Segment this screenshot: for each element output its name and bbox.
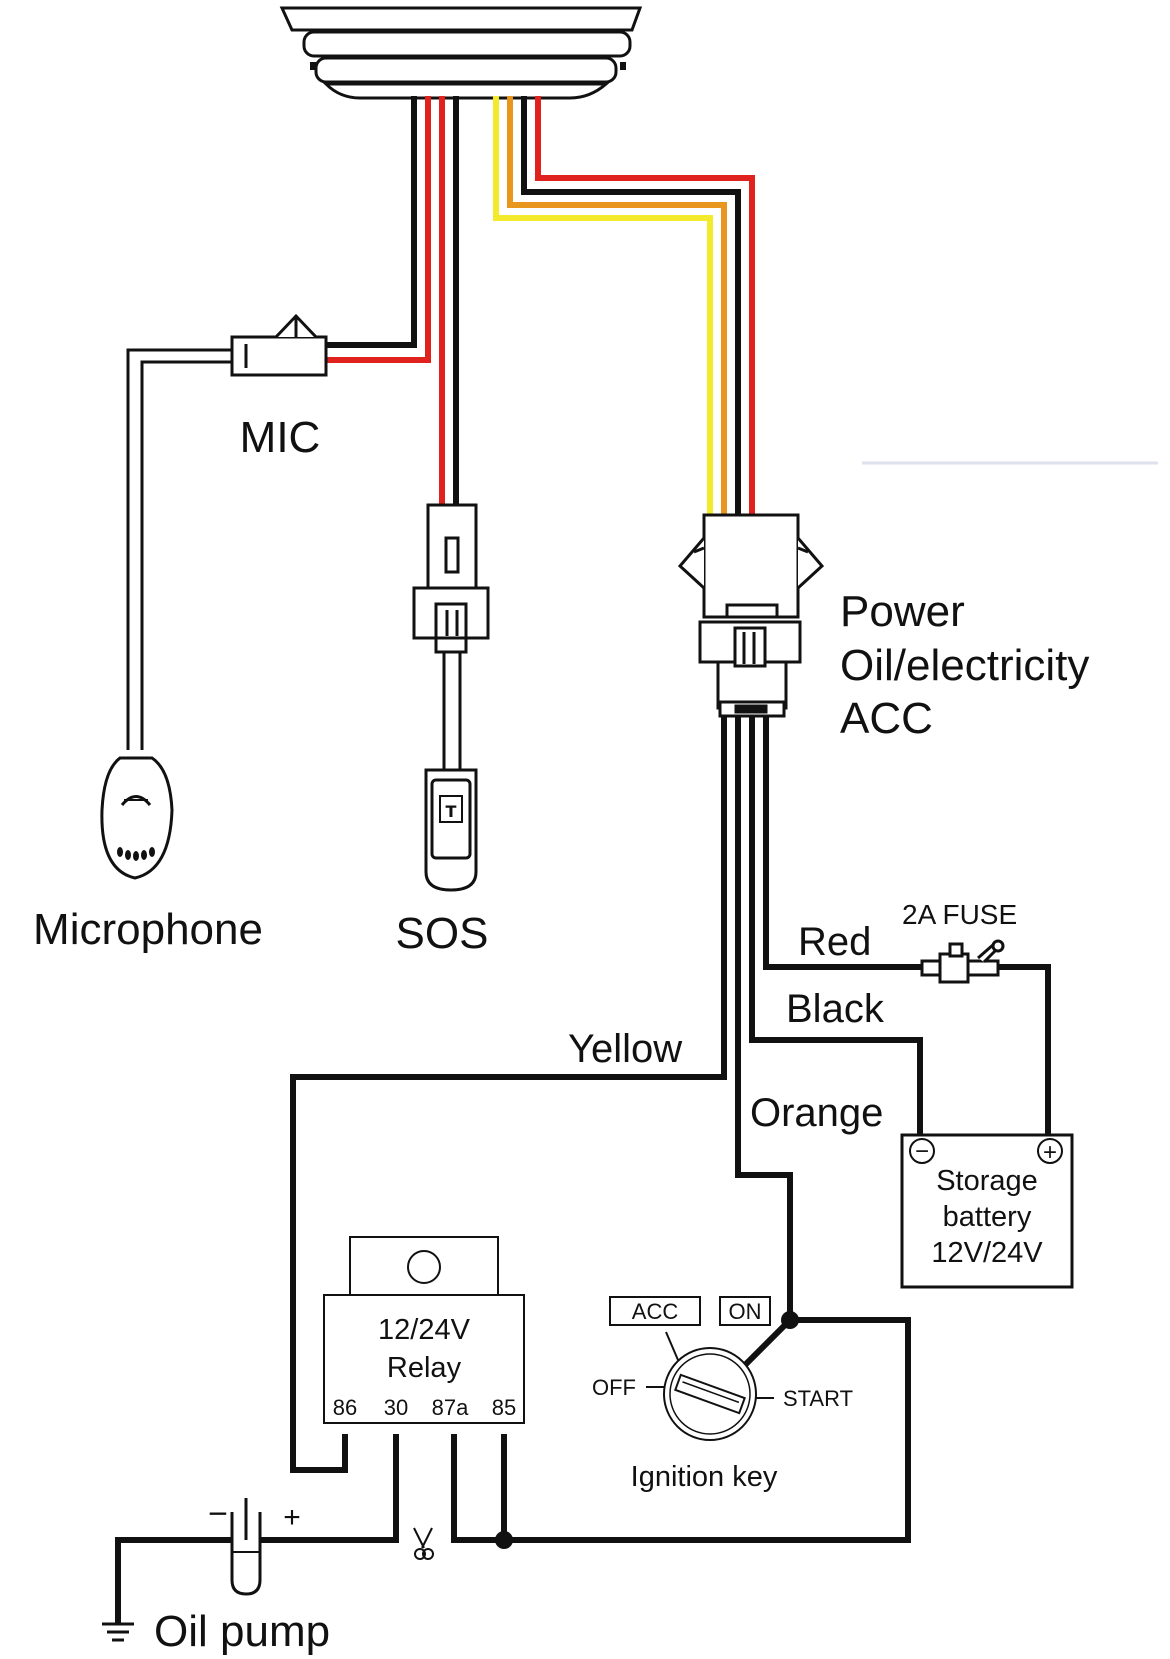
microphone-icon (100, 756, 174, 880)
oil-pump-label: Oil pump (154, 1607, 330, 1656)
battery-label-line3: 12V/24V (931, 1237, 1043, 1269)
gps-tracker-device (279, 6, 643, 100)
relay-pin-30: 30 (384, 1395, 408, 1420)
relay-pin-86: 86 (333, 1395, 357, 1420)
sos-button-icon: T (424, 768, 478, 892)
svg-text:T: T (446, 802, 457, 821)
mic-label: MIC (240, 413, 321, 462)
junction-dot-key (781, 1311, 799, 1329)
acc-label: ACC (840, 694, 933, 743)
sos-label: SOS (396, 909, 489, 958)
relay-label-voltage: 12/24V (378, 1314, 471, 1346)
fuse-icon (920, 939, 1005, 984)
black-wire-label: Black (786, 987, 885, 1031)
ignition-key: ACC ON OFF START Ignition key (592, 1296, 853, 1493)
key-position-off: OFF (592, 1375, 636, 1400)
key-position-on: ON (729, 1299, 762, 1324)
pump-minus-sign: − (208, 1495, 228, 1533)
ground-icon (102, 1622, 134, 1642)
battery-label-line2: battery (943, 1201, 1032, 1233)
key-position-start: START (783, 1386, 853, 1411)
power-harness (493, 96, 755, 515)
oil-pump: − + (208, 1495, 301, 1596)
lower-wiring (115, 715, 1051, 1624)
orange-wire-label: Orange (750, 1091, 883, 1135)
power-label: Power (840, 587, 965, 636)
yellow-wire-label: Yellow (568, 1027, 682, 1071)
pump-plus-sign: + (283, 1501, 301, 1534)
sos-cable (442, 652, 462, 772)
junction-dot-relay (495, 1531, 513, 1549)
relay-pin-87a: 87a (432, 1395, 469, 1420)
sos-connector (412, 503, 490, 654)
battery-label-line1: Storage (936, 1165, 1038, 1197)
scissors-icon (413, 1527, 434, 1560)
battery-minus-sign: − (915, 1138, 929, 1165)
ignition-key-label: Ignition key (631, 1461, 778, 1493)
microphone-label: Microphone (33, 905, 263, 954)
storage-battery: − + Storage battery 12V/24V (900, 1133, 1074, 1289)
red-wire-label: Red (798, 920, 871, 964)
relay: 12/24V Relay 86 30 87a 85 (323, 1236, 525, 1424)
relay-label-name: Relay (387, 1352, 462, 1384)
microphone-cable (126, 348, 232, 750)
oil-electricity-label: Oil/electricity (840, 641, 1089, 690)
mic-sos-harness (325, 96, 459, 505)
battery-plus-sign: + (1043, 1139, 1057, 1166)
mic-connector (230, 313, 328, 377)
key-position-acc: ACC (632, 1299, 679, 1324)
fuse-label: 2A FUSE (902, 899, 1017, 930)
power-connector (677, 513, 825, 718)
relay-pin-85: 85 (492, 1395, 516, 1420)
